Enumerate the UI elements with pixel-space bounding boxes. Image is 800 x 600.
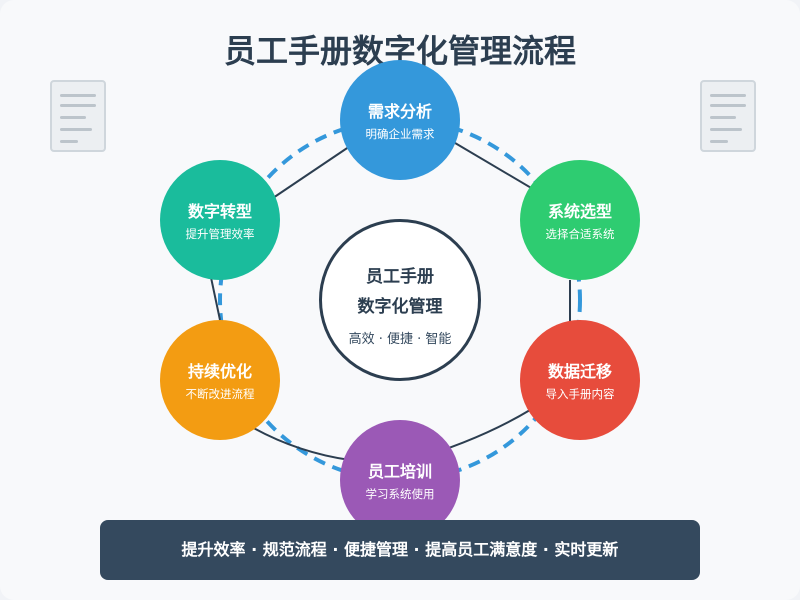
step-title: 数字转型 [187, 202, 252, 221]
step-title: 系统选型 [547, 202, 612, 221]
center-title-line2: 数字化管理 [357, 297, 443, 317]
step-subtitle: 导入手册内容 [545, 387, 615, 401]
document-icon-right [700, 80, 756, 152]
step-subtitle: 选择合适系统 [545, 227, 615, 241]
center-tagline: 高效 · 便捷 · 智能 [348, 332, 452, 347]
center-hub: 员工手册 数字化管理 高效 · 便捷 · 智能 [319, 219, 481, 381]
step-node-need-analysis: 需求分析 明确企业需求 [340, 60, 460, 180]
center-title-line1: 员工手册 [366, 267, 434, 287]
step-title: 员工培训 [367, 462, 432, 481]
step-node-system-selection: 系统选型 选择合适系统 [520, 160, 640, 280]
footer-banner: 提升效率 · 规范流程 · 便捷管理 · 提高员工满意度 · 实时更新 [100, 520, 700, 580]
step-title: 需求分析 [367, 102, 432, 121]
step-node-continuous-optimization: 持续优化 不断改进流程 [160, 320, 280, 440]
step-title: 持续优化 [187, 362, 252, 381]
step-subtitle: 学习系统使用 [365, 487, 435, 501]
step-subtitle: 提升管理效率 [185, 227, 255, 241]
document-icon-left [50, 80, 106, 152]
step-title: 数据迁移 [547, 362, 612, 381]
step-node-data-migration: 数据迁移 导入手册内容 [520, 320, 640, 440]
step-node-digital-transformation: 数字转型 提升管理效率 [160, 160, 280, 280]
step-subtitle: 明确企业需求 [365, 127, 435, 141]
step-subtitle: 不断改进流程 [185, 387, 255, 401]
